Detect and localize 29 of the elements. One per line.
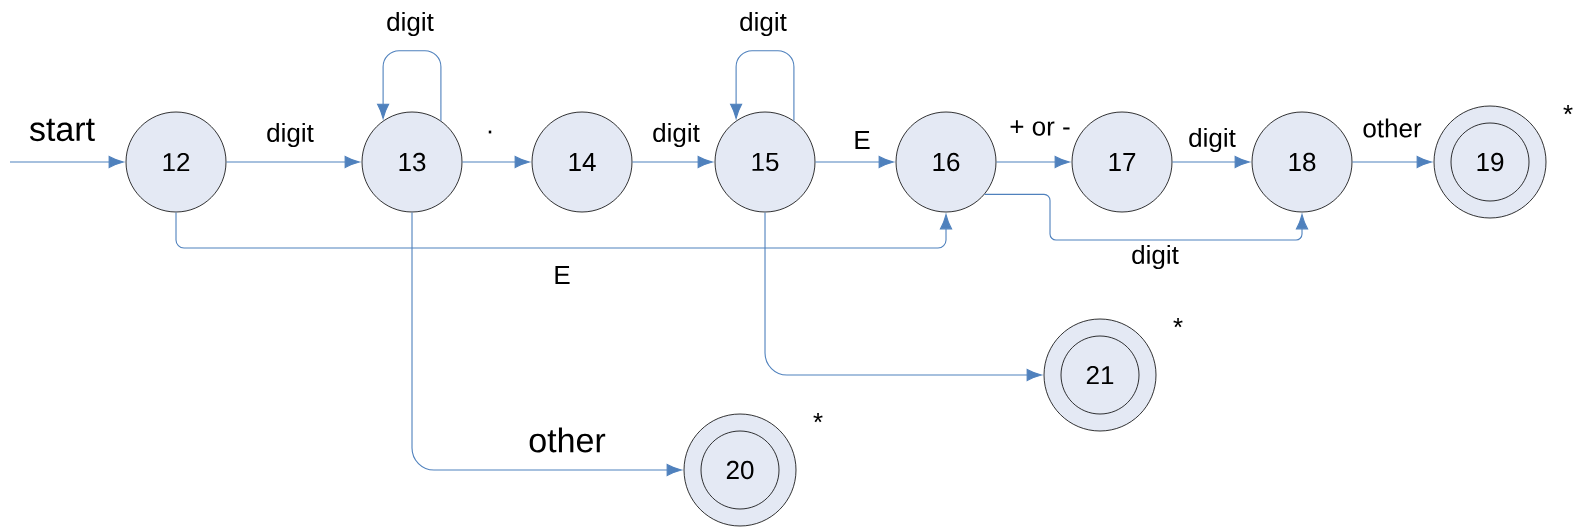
arrow [631, 155, 713, 169]
arrow [9, 155, 124, 169]
asterisk: * [813, 413, 823, 423]
edge-label: E [852, 130, 872, 150]
edge-label: digit [738, 10, 788, 38]
edge-label: digit [385, 10, 435, 38]
arrow [1351, 155, 1432, 169]
arrow [1171, 155, 1250, 169]
edge-label: digit [1187, 126, 1237, 154]
edge-label: E [552, 265, 572, 285]
arrow [225, 155, 360, 169]
edge-label: digit [1130, 243, 1180, 271]
asterisk: * [1173, 318, 1183, 328]
edge-label: digit [651, 121, 701, 149]
edge-label: + or - [1008, 119, 1072, 137]
edge-label: other [1361, 117, 1423, 139]
arrow [730, 50, 795, 122]
asterisk: * [1563, 105, 1573, 115]
arrow [175, 211, 953, 249]
arrow [764, 211, 1042, 382]
arrow [461, 155, 530, 169]
edge-label: . [485, 129, 495, 135]
arrow [411, 211, 682, 477]
edge-label: digit [265, 121, 315, 149]
arrow [995, 155, 1070, 169]
arrow [377, 50, 442, 122]
arrow [984, 193, 1309, 241]
edge-label: other [527, 426, 607, 454]
arrow [814, 155, 894, 169]
